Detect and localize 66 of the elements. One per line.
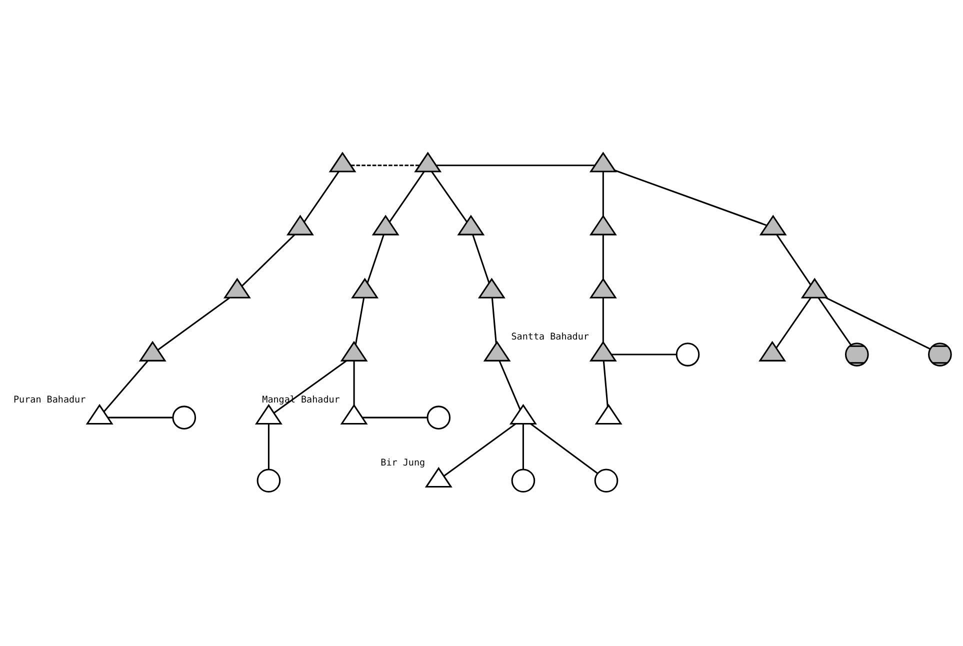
node-crossed-circle: [928, 342, 952, 366]
node-crossed-triangle: [414, 152, 442, 172]
node-crossed-triangle: [589, 340, 617, 362]
connector: [611, 354, 676, 356]
connector: [108, 416, 173, 418]
node-crossed-triangle: [223, 278, 251, 298]
connector: [366, 234, 384, 284]
node-circle: [676, 342, 700, 366]
node-triangle: [424, 466, 452, 488]
node-crossed-triangle: [800, 278, 828, 298]
node-crossed-circle: [845, 342, 869, 366]
node-triangle: [509, 404, 537, 424]
connector: [491, 298, 497, 344]
node-triangle: [86, 404, 114, 424]
connector: [530, 423, 598, 474]
node-label: Puran Bahadur: [14, 394, 86, 406]
connector: [472, 234, 490, 284]
node-triangle: [340, 404, 368, 424]
connector: [776, 297, 812, 348]
node-label: Santta Bahadur: [511, 332, 589, 343]
node-crossed-triangle: [372, 214, 400, 236]
connector: [354, 298, 365, 345]
connector: [776, 234, 812, 286]
node-label: Bir Jung: [380, 458, 426, 469]
node-crossed-triangle: [286, 214, 314, 236]
connector: [103, 360, 148, 412]
connector: [389, 171, 425, 222]
node-circle: [426, 406, 451, 430]
connector: [242, 234, 296, 286]
node-crossed-triangle: [589, 214, 617, 236]
connector: [431, 171, 468, 222]
node-crossed-triangle: [457, 214, 485, 236]
connector: [353, 360, 355, 406]
connector: [498, 360, 521, 410]
connector: [304, 171, 340, 222]
node-circle: [256, 468, 281, 493]
node-crossed-triangle: [759, 214, 787, 236]
node-crossed-triangle: [758, 340, 786, 362]
node-triangle: [594, 404, 622, 424]
connector: [602, 298, 604, 342]
node-crossed-triangle: [138, 340, 166, 362]
connector: [602, 172, 604, 216]
node-crossed-triangle: [340, 340, 368, 362]
connector: [818, 297, 852, 346]
node-crossed-triangle: [483, 340, 511, 362]
connector: [158, 297, 230, 350]
node-crossed-triangle: [589, 278, 617, 298]
node-circle: [172, 406, 196, 430]
connector: [602, 234, 604, 280]
node-circle: [511, 468, 536, 493]
connector: [522, 424, 524, 470]
node-crossed-triangle: [478, 278, 506, 298]
connector: [602, 360, 608, 406]
connector: [825, 297, 930, 350]
connector: [444, 423, 516, 477]
node-crossed-triangle: [328, 152, 356, 172]
node-circle: [594, 468, 618, 493]
connector: [614, 170, 768, 226]
node-crossed-triangle: [351, 278, 379, 298]
connector: [274, 360, 347, 414]
connector: [436, 164, 595, 166]
node-triangle: [254, 404, 282, 424]
connector: [350, 164, 420, 166]
connector: [268, 424, 270, 470]
connector: [362, 416, 428, 418]
node-crossed-triangle: [589, 152, 617, 172]
